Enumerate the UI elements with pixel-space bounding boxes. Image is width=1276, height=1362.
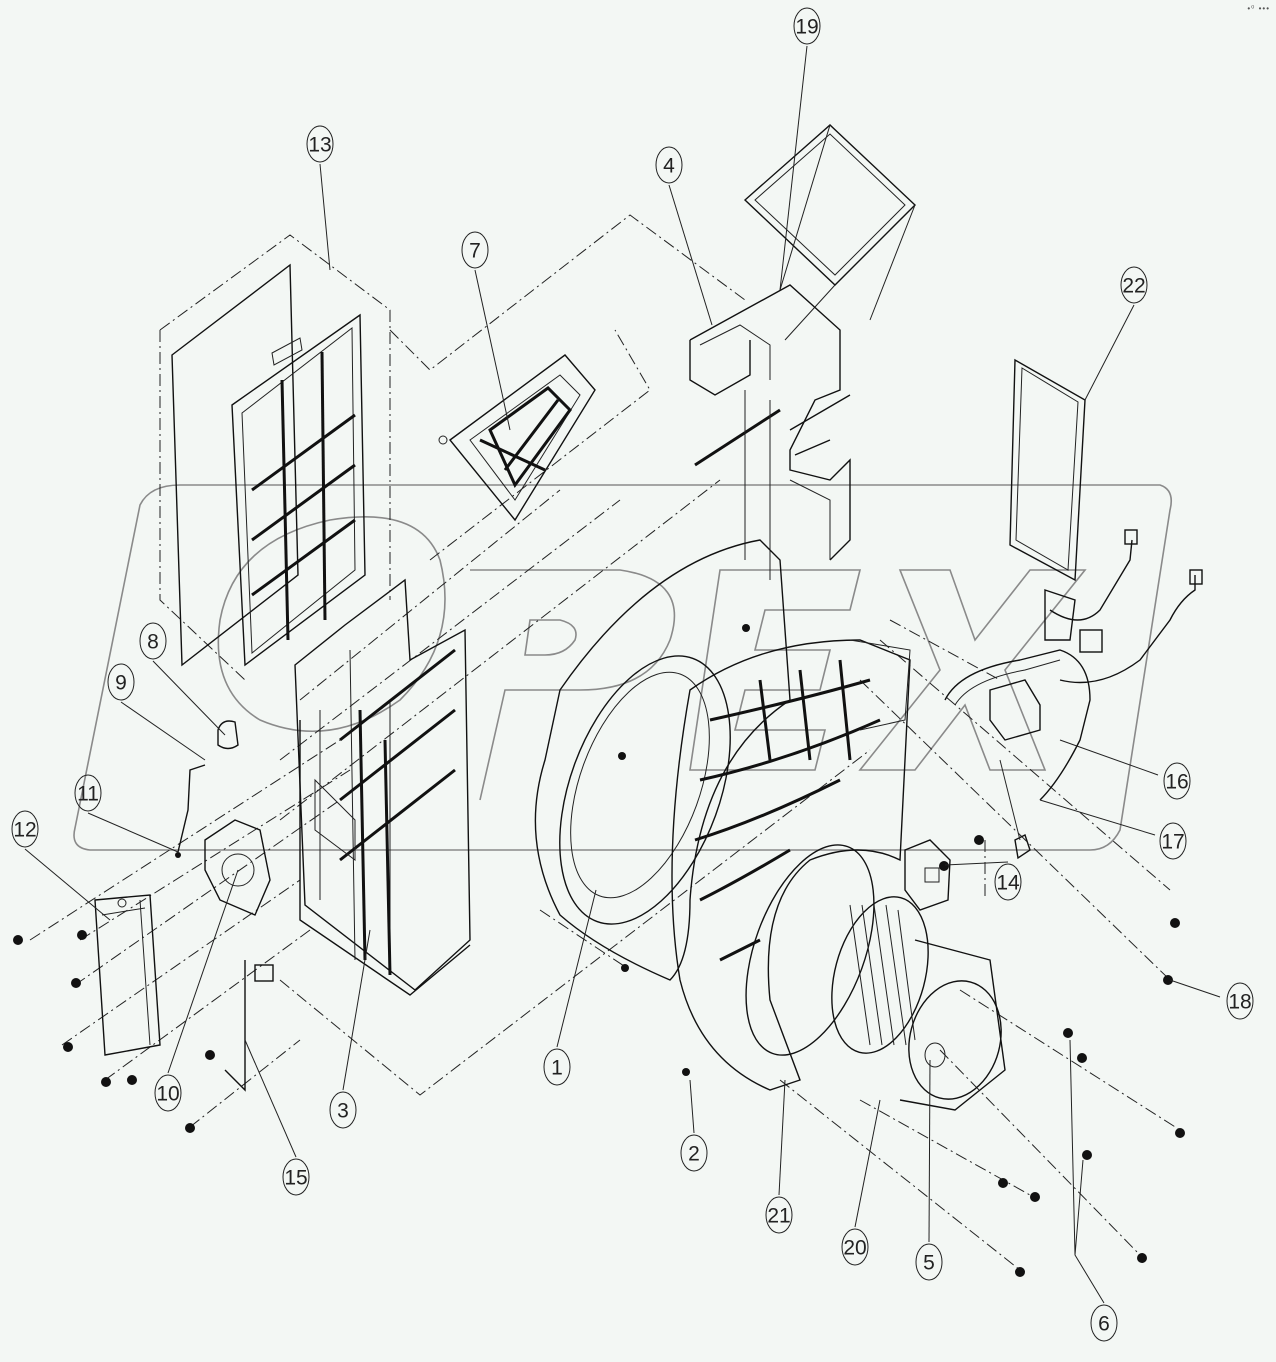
callout-16: 16 bbox=[1163, 762, 1191, 800]
callout-12: 12 bbox=[11, 810, 39, 848]
svg-text:19: 19 bbox=[795, 16, 818, 39]
svg-text:12: 12 bbox=[13, 819, 36, 842]
watermark-logo bbox=[73, 484, 1173, 851]
screws bbox=[13, 835, 1185, 1277]
callout-11: 11 bbox=[74, 774, 102, 812]
svg-text:15: 15 bbox=[284, 1167, 307, 1190]
assembly-lines bbox=[29, 214, 1181, 1271]
svg-text:10: 10 bbox=[156, 1083, 179, 1106]
callout-2: 2 bbox=[680, 1134, 708, 1172]
part-4-intake-door bbox=[689, 284, 851, 580]
callout-5: 5 bbox=[915, 1243, 943, 1281]
part-8-lever bbox=[217, 720, 239, 750]
part-10-actuator bbox=[204, 819, 271, 916]
svg-text:1: 1 bbox=[551, 1057, 563, 1080]
part-3-intake-housing bbox=[294, 578, 471, 996]
callout-22: 22 bbox=[1120, 266, 1148, 304]
svg-text:18: 18 bbox=[1228, 991, 1251, 1014]
svg-text:7: 7 bbox=[469, 240, 481, 263]
part-5-blower-motor bbox=[831, 896, 1006, 1111]
callout-10: 10 bbox=[154, 1074, 182, 1112]
svg-text:17: 17 bbox=[1161, 831, 1184, 854]
part-2-blower-case-rear bbox=[671, 639, 911, 1091]
callout-13: 13 bbox=[306, 125, 334, 163]
svg-text:5: 5 bbox=[923, 1252, 935, 1275]
part-11-rod bbox=[175, 764, 206, 858]
svg-text:13: 13 bbox=[308, 134, 331, 157]
callout-17: 17 bbox=[1159, 822, 1187, 860]
svg-text:6: 6 bbox=[1098, 1313, 1110, 1336]
part-14-resistor bbox=[904, 839, 951, 911]
callout-14: 14 bbox=[994, 863, 1022, 901]
part-16-wiring-harness bbox=[944, 529, 1203, 860]
svg-text:8: 8 bbox=[147, 631, 159, 654]
callout-7: 7 bbox=[461, 231, 489, 269]
svg-text:20: 20 bbox=[843, 1237, 866, 1260]
svg-text:3: 3 bbox=[337, 1100, 349, 1123]
part-13-filter-frame bbox=[171, 263, 366, 667]
svg-text:16: 16 bbox=[1165, 771, 1188, 794]
part-22-seal-gasket bbox=[1009, 358, 1086, 582]
callout-6: 6 bbox=[1090, 1304, 1118, 1342]
svg-text:11: 11 bbox=[77, 783, 99, 806]
callout-1: 1 bbox=[543, 1048, 571, 1086]
callout-21: 21 bbox=[765, 1196, 793, 1234]
svg-text:22: 22 bbox=[1122, 275, 1145, 298]
part-7-recirculation-door bbox=[438, 354, 596, 522]
callouts: 19 4 7 13 22 8 9 11 12 10 15 3 1 2 21 20… bbox=[11, 7, 1254, 1342]
callout-3: 3 bbox=[329, 1091, 357, 1129]
callout-15: 15 bbox=[282, 1158, 310, 1196]
corner-mark: •⁰ ••• bbox=[1247, 4, 1270, 13]
part-19-seal-gasket bbox=[743, 124, 917, 341]
callout-20: 20 bbox=[841, 1228, 869, 1266]
leader-lines bbox=[24, 45, 1221, 1304]
callout-9: 9 bbox=[107, 663, 135, 701]
svg-text:4: 4 bbox=[663, 155, 675, 178]
part-15-connector-bracket bbox=[205, 960, 274, 1092]
svg-text:9: 9 bbox=[115, 672, 127, 695]
part-12-cover bbox=[94, 894, 161, 1056]
svg-text:21: 21 bbox=[767, 1205, 790, 1228]
svg-text:2: 2 bbox=[688, 1143, 700, 1166]
part-1-blower-case-front bbox=[534, 539, 791, 981]
callout-18: 18 bbox=[1226, 982, 1254, 1020]
svg-text:14: 14 bbox=[996, 872, 1020, 895]
callout-19: 19 bbox=[793, 7, 821, 45]
callout-4: 4 bbox=[655, 146, 683, 184]
callout-8: 8 bbox=[139, 622, 167, 660]
